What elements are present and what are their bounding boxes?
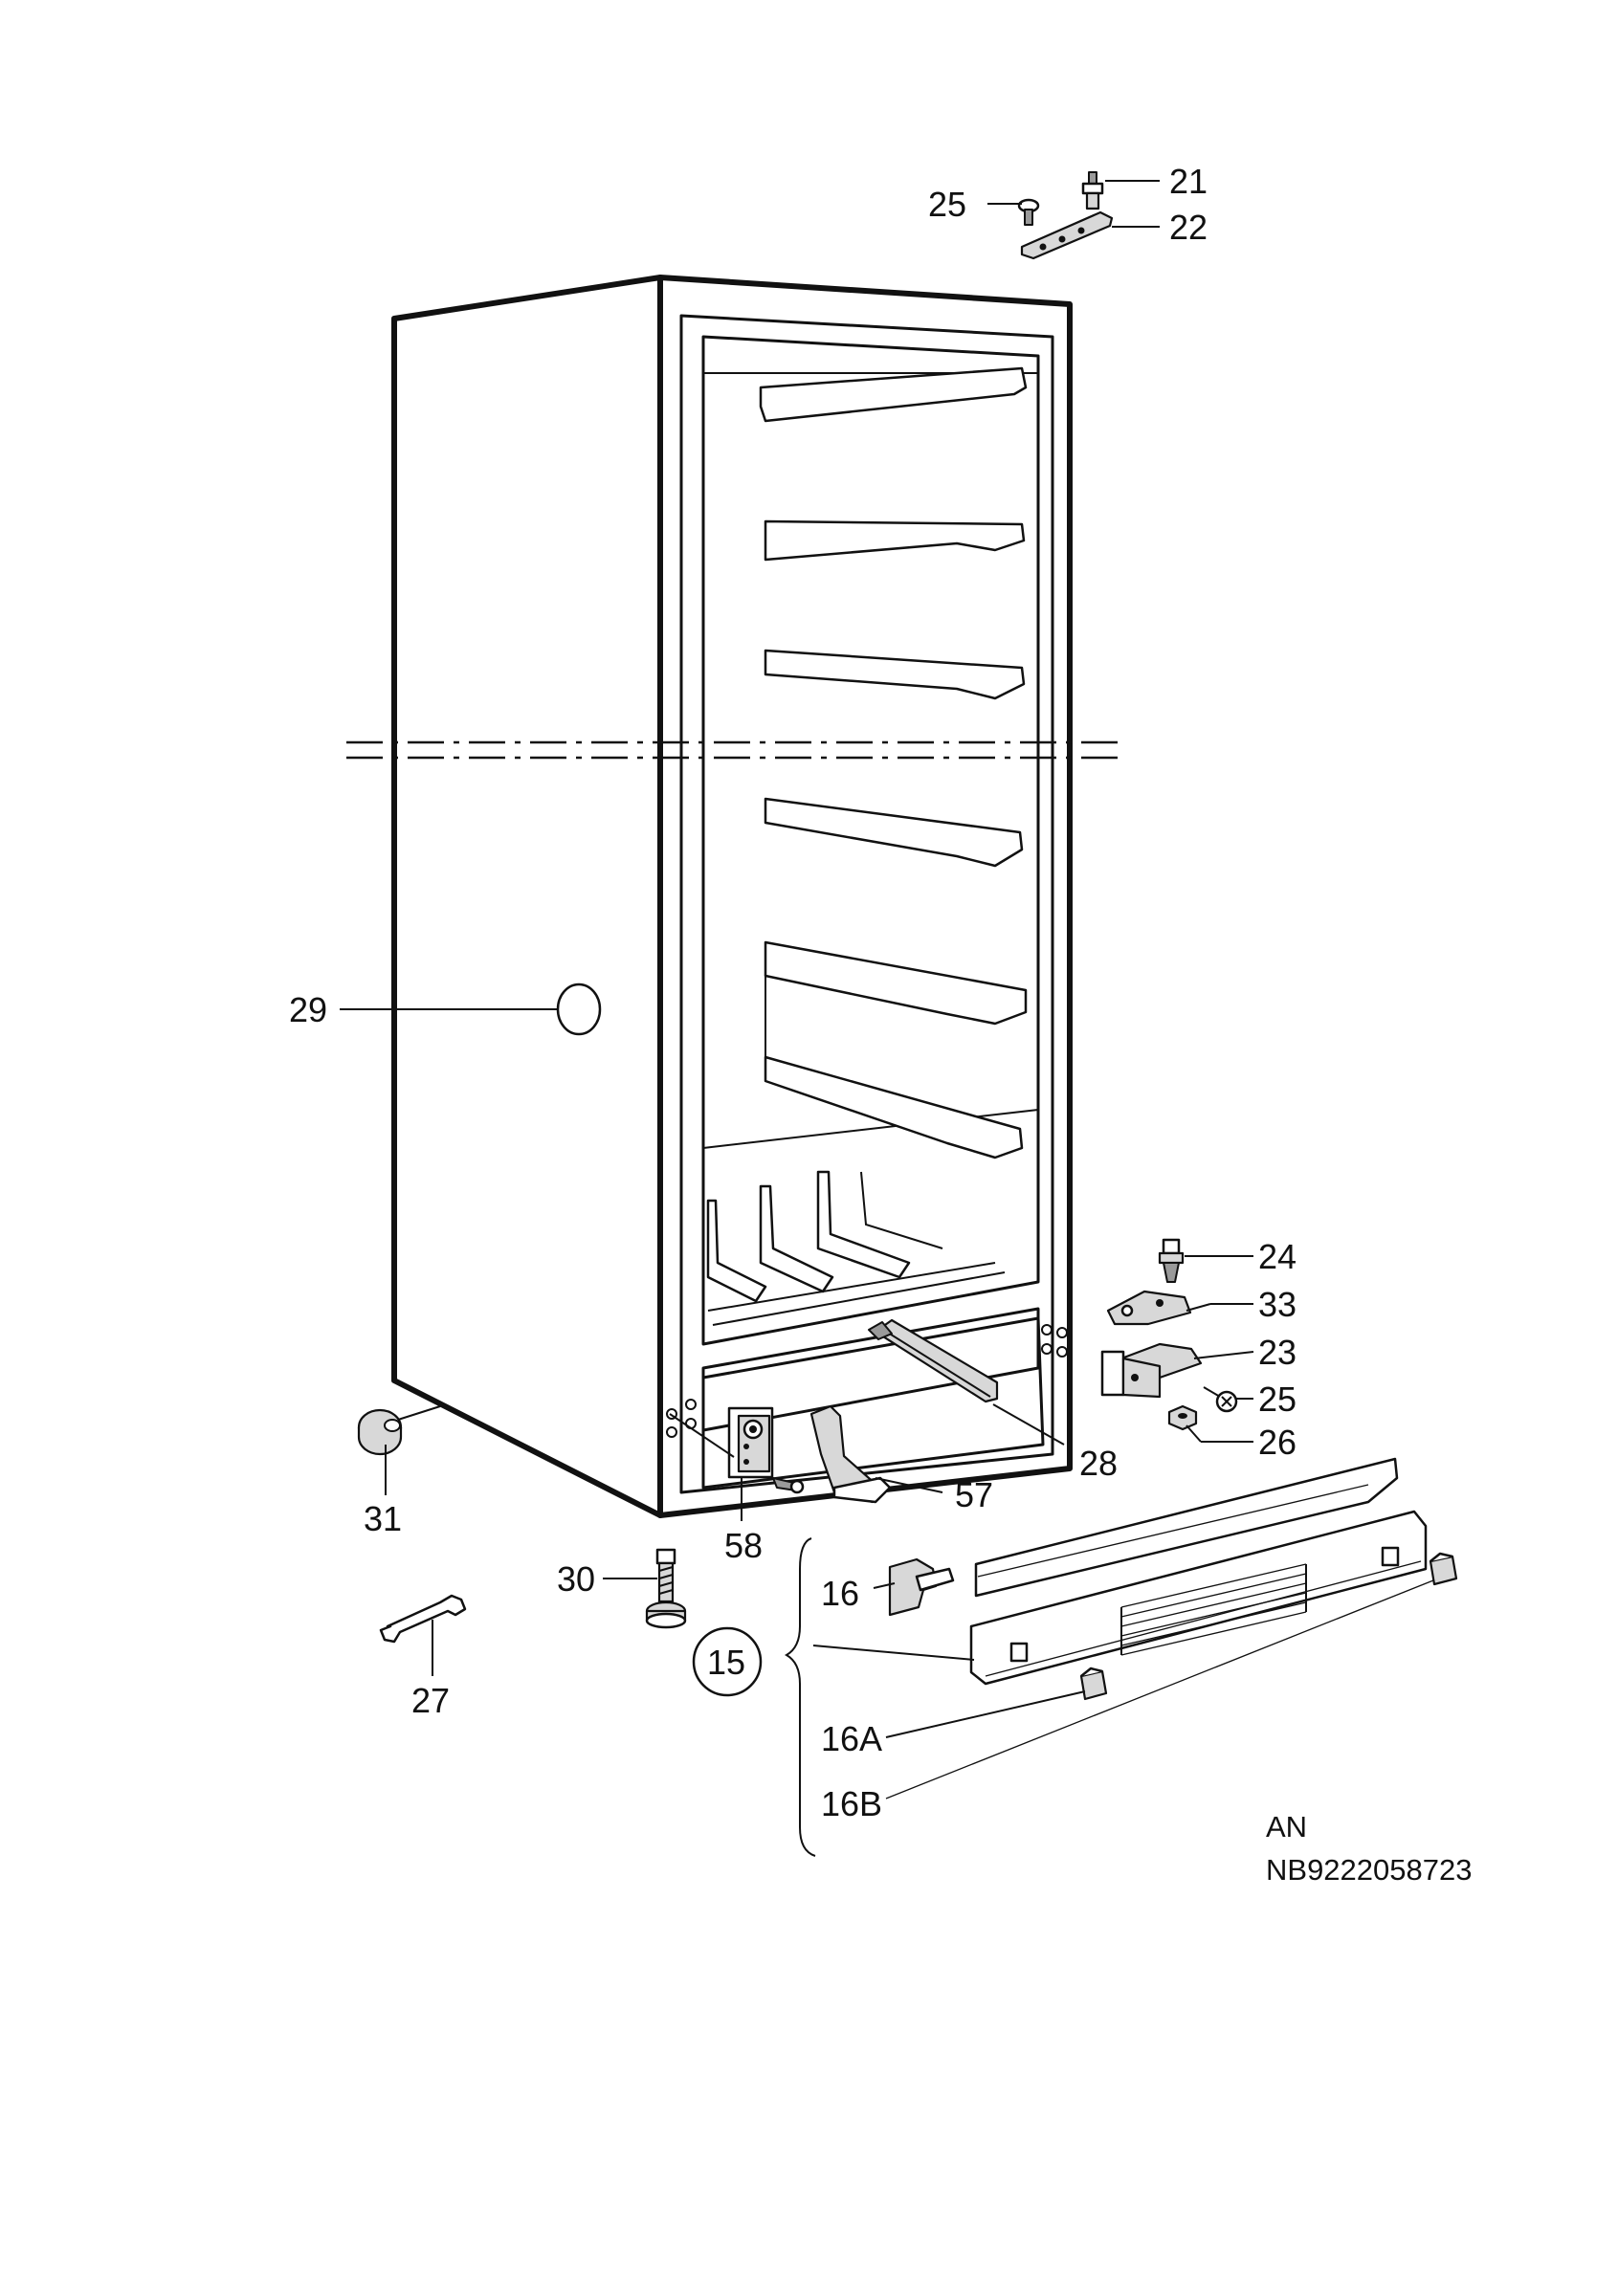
adjustable-foot-30 — [645, 1548, 687, 1629]
label-25-right: 25 — [1258, 1380, 1297, 1419]
bottom-basket-wires — [706, 1170, 1006, 1326]
kickplate-grille — [1120, 1563, 1307, 1656]
label-33: 33 — [1258, 1285, 1297, 1324]
assembly-circle-15 — [692, 1626, 763, 1697]
cabinet-plinth-area — [701, 1316, 1045, 1490]
hinge-23 — [1100, 1342, 1203, 1399]
bottom-hinge-parts — [1100, 1238, 1238, 1431]
label-27: 27 — [411, 1681, 450, 1720]
label-16: 16 — [821, 1574, 859, 1613]
side-badge-29 — [556, 982, 602, 1036]
label-29: 29 — [289, 990, 327, 1029]
label-21: 21 — [1169, 162, 1208, 201]
cap-16a — [1079, 1667, 1108, 1701]
door-foot-57 — [809, 1404, 892, 1504]
label-31: 31 — [364, 1499, 402, 1538]
label-58: 58 — [724, 1526, 763, 1565]
hinge-plate-22 — [1020, 210, 1114, 260]
spanner-27 — [379, 1594, 467, 1644]
hinge-pin-21 — [1081, 171, 1104, 210]
label-16b: 16B — [821, 1784, 882, 1823]
screw-25-top — [1017, 198, 1040, 226]
cap-16b — [1429, 1552, 1458, 1586]
kickplate-assembly-15 — [692, 1457, 1458, 1857]
loose-parts — [357, 1408, 687, 1644]
spacer-31 — [357, 1408, 403, 1456]
hinge-pin-24 — [1158, 1238, 1185, 1283]
reference-line-1: AN — [1266, 1810, 1307, 1843]
label-22: 22 — [1169, 208, 1208, 247]
label-30: 30 — [557, 1559, 595, 1599]
reference-code: AN NB9222058723 — [1266, 1810, 1472, 1887]
kickplate-front-panel — [969, 1510, 1428, 1686]
label-15: 15 — [707, 1643, 745, 1682]
lower-hinge-58 — [727, 1406, 805, 1494]
kickplate-hole-left — [1009, 1642, 1029, 1663]
clip-16 — [888, 1557, 955, 1617]
label-16a: 16A — [821, 1719, 882, 1758]
bottom-front-parts — [727, 1318, 999, 1504]
label-24: 24 — [1258, 1237, 1297, 1276]
top-hinge-parts — [1017, 171, 1114, 260]
cabinet-front-frame — [657, 275, 1073, 1518]
kickplate-hole-right — [1381, 1546, 1400, 1567]
cabinet-liner-outer — [679, 314, 1054, 1494]
drain-channel-28 — [868, 1318, 999, 1403]
nut-26 — [1167, 1404, 1198, 1431]
cabinet — [346, 275, 1124, 1518]
screw-25-right — [1203, 1386, 1238, 1413]
cabinet-rear-floor — [702, 1109, 1039, 1149]
label-57: 57 — [955, 1475, 993, 1514]
cabinet-side-panel — [391, 275, 663, 1518]
part-number-labels: 21 22 25 29 24 33 23 25 26 28 57 58 31 3… — [289, 162, 1297, 1823]
label-25-top: 25 — [928, 185, 966, 224]
reference-line-2: NB9222058723 — [1266, 1853, 1472, 1887]
label-26: 26 — [1258, 1423, 1297, 1462]
shelf-rails — [759, 366, 1028, 1159]
leader-lines — [340, 180, 1434, 1799]
label-28: 28 — [1079, 1444, 1118, 1483]
cabinet-liner-inner — [701, 335, 1040, 1346]
hinge-bracket-33 — [1106, 1290, 1192, 1326]
label-23: 23 — [1258, 1333, 1297, 1372]
assembly-brace — [784, 1537, 816, 1857]
